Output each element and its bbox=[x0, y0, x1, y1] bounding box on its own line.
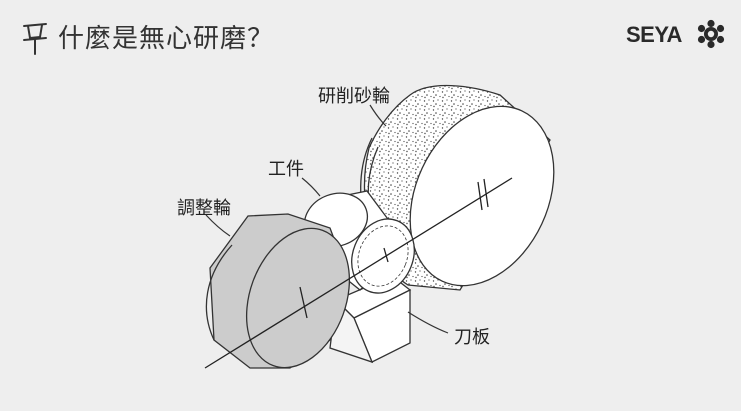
thumbtack-icon bbox=[23, 23, 47, 55]
label-blade: 刀板 bbox=[454, 327, 490, 348]
label-grinding-wheel: 研削砂輪 bbox=[318, 86, 390, 107]
axis-line bbox=[204, 177, 513, 369]
leader-workpiece bbox=[301, 177, 321, 197]
regulating-wheel bbox=[205, 213, 351, 369]
label-workpiece: 工件 bbox=[268, 159, 304, 180]
gear-icon bbox=[697, 19, 725, 49]
leader-lines bbox=[205, 104, 449, 334]
leader-blade bbox=[407, 311, 449, 334]
brand-logo-text: SEYA bbox=[626, 22, 682, 47]
page-title: 什麼是無心研磨？ bbox=[58, 24, 275, 54]
label-regulating-wheel: 調整輪 bbox=[177, 198, 231, 219]
leader-regulating-wheel bbox=[205, 214, 231, 237]
leader-grinding-wheel bbox=[369, 104, 387, 127]
